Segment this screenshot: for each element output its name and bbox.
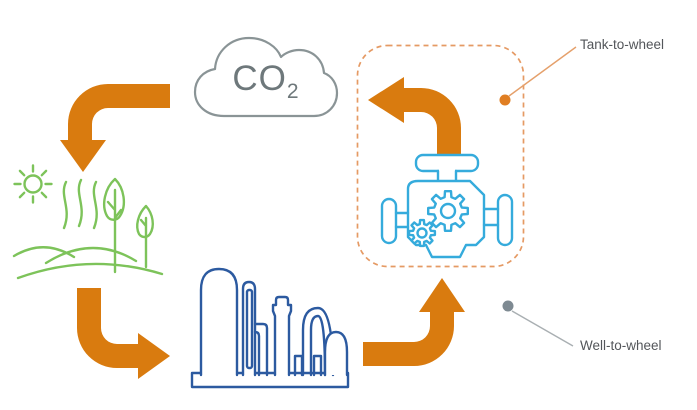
- sun-icon: [13, 164, 53, 204]
- refinery-big-tower: [199, 267, 239, 377]
- engine-to-cloud-arrow: [368, 77, 461, 156]
- engine-left-mount: [380, 197, 398, 245]
- engine-mount-links: [394, 207, 500, 229]
- gear-small-hole: [416, 227, 428, 239]
- refinery-distillation-column: [271, 295, 293, 377]
- tank-to-wheel-marker-dot: [499, 94, 511, 106]
- tree-large: [103, 177, 126, 274]
- refinery-slot-2: [312, 354, 323, 377]
- cloud-to-biomass-arrow: [60, 84, 170, 172]
- gear-large-hole: [439, 202, 457, 220]
- engine-cap-neck: [436, 169, 458, 183]
- engine-cap-neck-fill: [439, 166, 455, 180]
- biomass-field-icon: [12, 164, 164, 280]
- heat-waves: [62, 178, 98, 230]
- tank-to-wheel-leader-line: [508, 46, 577, 97]
- refinery-base: [190, 371, 350, 389]
- refinery-dome: [323, 330, 349, 377]
- cloud-outline: [193, 36, 339, 118]
- refinery-column-slot: [245, 288, 254, 370]
- well-to-wheel-leader-line: [511, 310, 574, 347]
- refinery-elbow-pipe: [253, 322, 269, 377]
- co2-cloud-icon: [193, 36, 339, 118]
- tank-to-wheel-boundary-box: [356, 44, 525, 268]
- well-to-wheel-marker-dot: [502, 300, 514, 312]
- engine-icon: [380, 153, 514, 259]
- tree-small: [136, 204, 154, 269]
- refinery-to-engine-arrow: [363, 278, 465, 366]
- biomass-to-refinery-arrow: [77, 288, 170, 379]
- refinery-icon: [190, 267, 350, 389]
- engine-right-mount: [496, 193, 514, 247]
- tank-to-wheel-label: Tank-to-wheel: [580, 37, 665, 52]
- co2-label: CO2: [232, 59, 300, 103]
- well-to-wheel-label: Well-to-wheel: [580, 338, 662, 353]
- hills: [12, 246, 164, 280]
